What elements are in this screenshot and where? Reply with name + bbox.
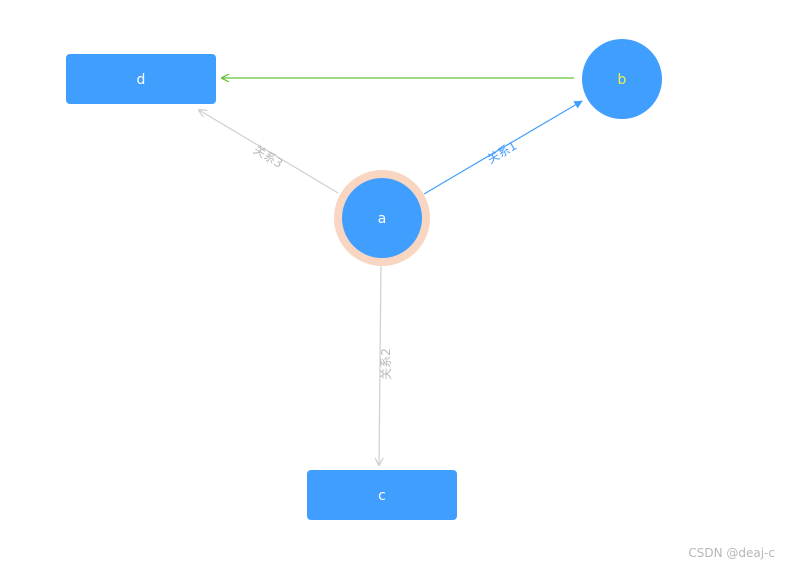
- node-a-label: a: [378, 211, 387, 227]
- edge-label-a-c: 关系2: [379, 348, 393, 380]
- node-a[interactable]: a: [334, 170, 430, 266]
- node-c-label: c: [378, 488, 386, 504]
- edge-label-a-d: 关系3: [251, 142, 285, 170]
- node-c[interactable]: c: [307, 470, 457, 520]
- edge-label-a-b: 关系1: [485, 139, 519, 167]
- node-b-label: b: [618, 72, 627, 88]
- edge-a-to-b[interactable]: [423, 100, 583, 195]
- edge-a-to-d[interactable]: [199, 110, 339, 194]
- node-b[interactable]: b: [582, 39, 662, 119]
- node-d[interactable]: d: [66, 54, 216, 104]
- watermark: CSDN @deaj-c: [688, 546, 775, 560]
- node-d-label: d: [137, 72, 146, 88]
- edge-a-to-c[interactable]: [379, 261, 381, 465]
